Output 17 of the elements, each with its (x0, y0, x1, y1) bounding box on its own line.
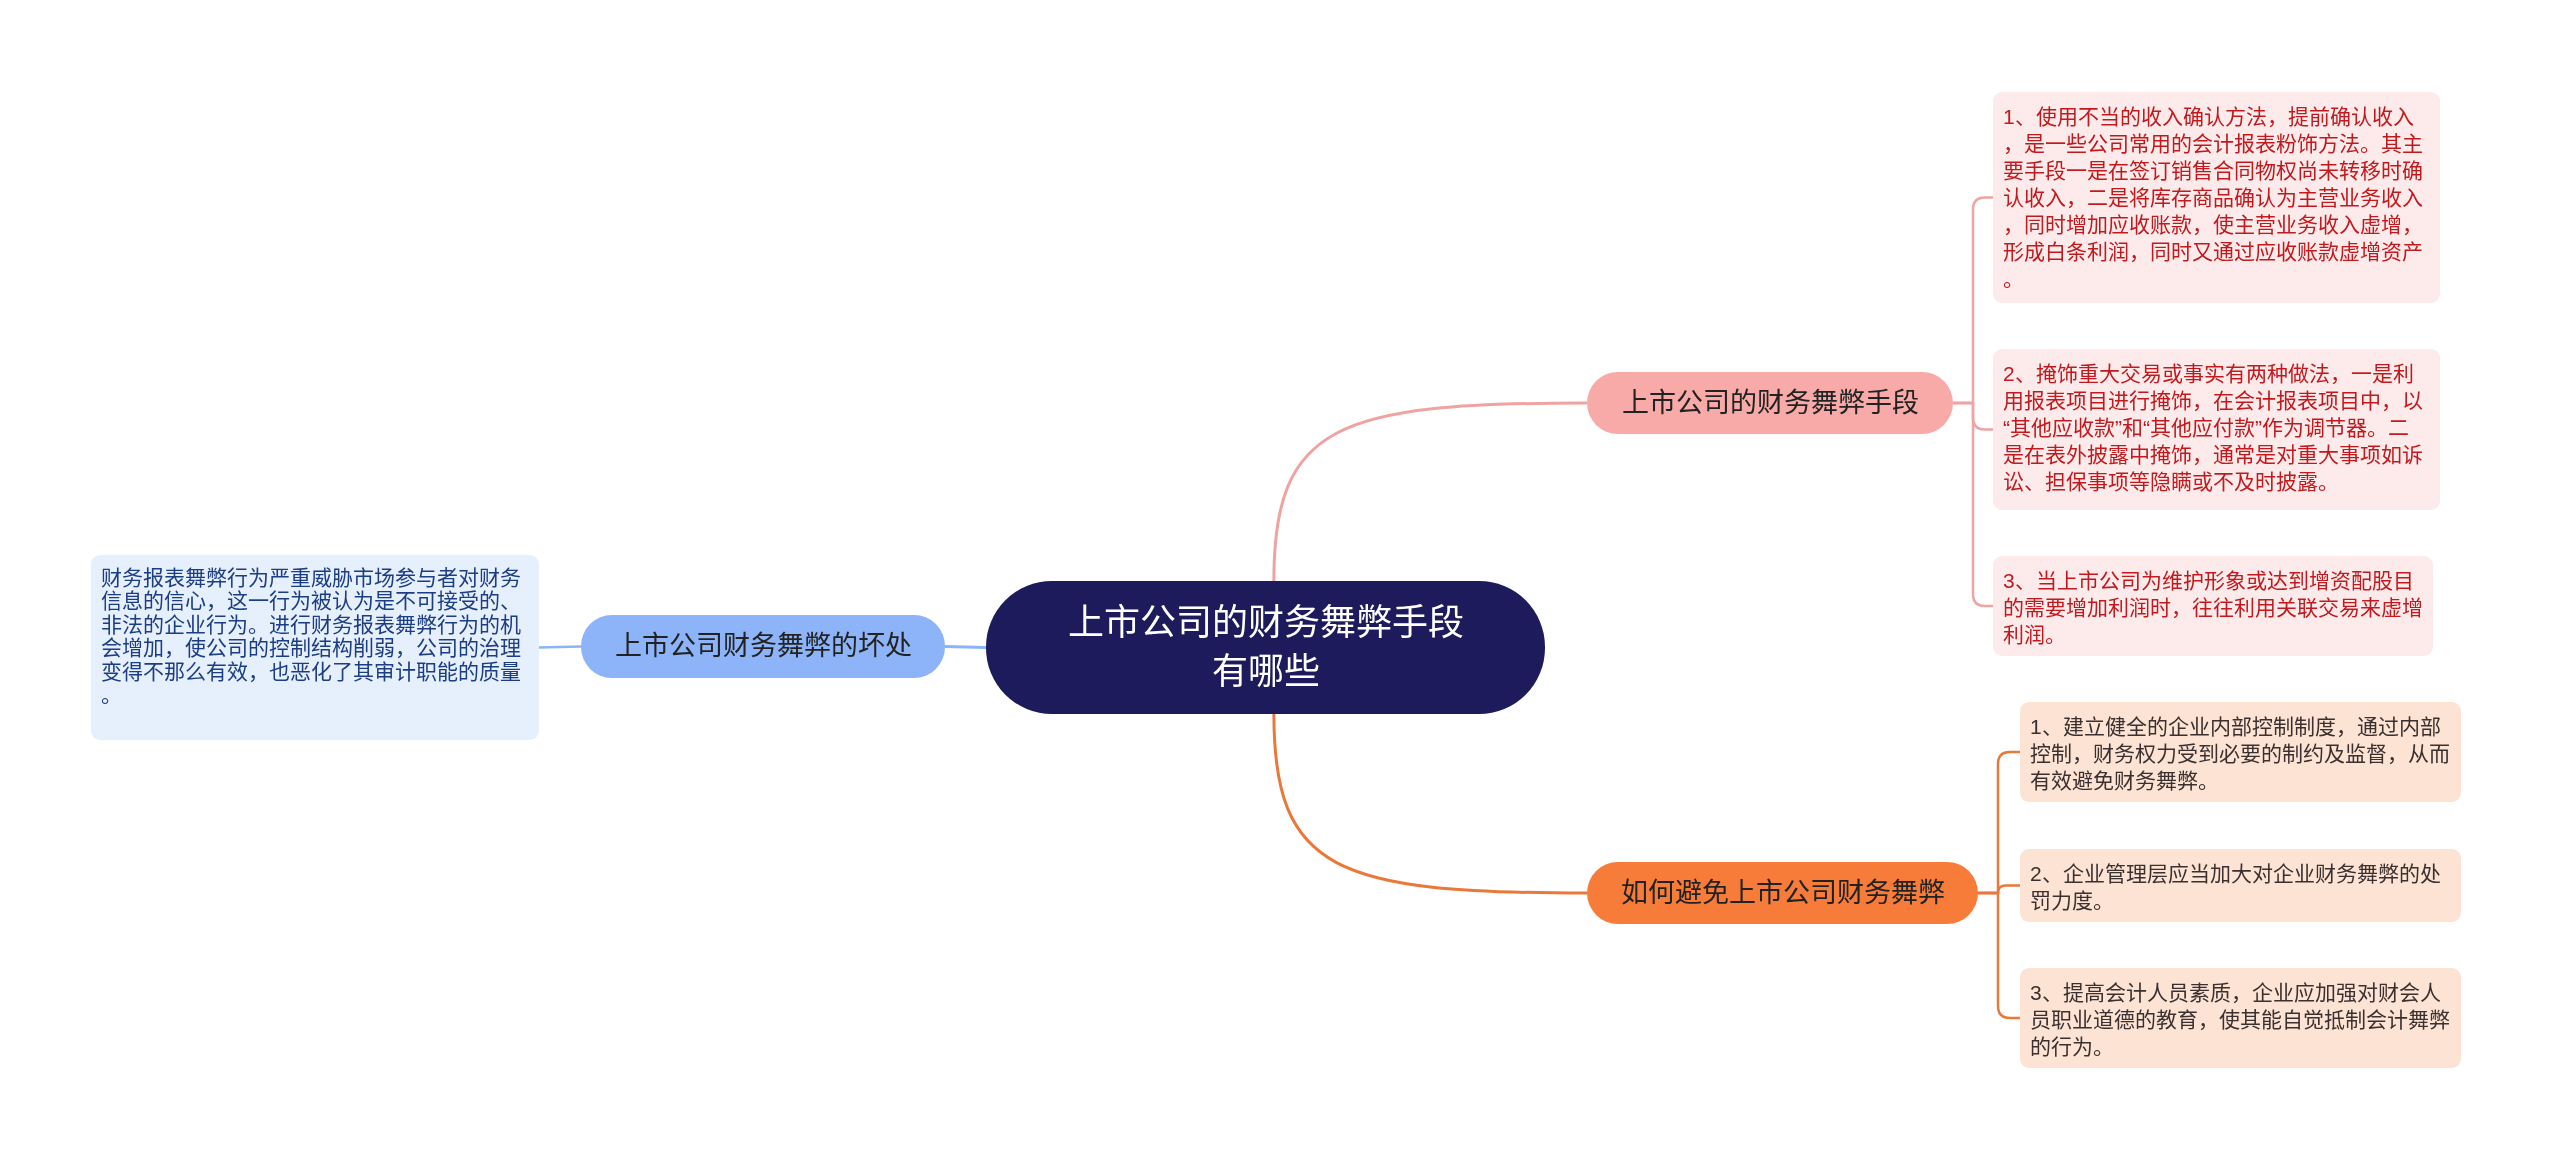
central-topic: 上市公司的财务舞弊手段有哪些 (986, 581, 1545, 714)
branch-topic: 上市公司的财务舞弊手段 (1587, 372, 1953, 434)
note-card: 3、提高会计人员素质，企业应加强对财会人员职业道德的教育，使其能自觉抵制会计舞弊的行为。 (2020, 968, 2461, 1068)
branch-topic: 如何避免上市公司财务舞弊 (1587, 862, 1978, 924)
connector-line (1272, 401, 1587, 582)
connector-line (1978, 891, 2020, 1020)
note-card: 1、使用不当的收入确认方法，提前确认收入，是一些公司常用的会计报表粉饰方法。其主要手段一是在签订销售合同物权尚未转移时确认收入，二是将库存商品确认为主营业务收入，同时增加应收账款，使主营业务收入虚增，形成白条利润，同时又通过应收账款虚增资产。 (1993, 92, 2440, 303)
note-card: 财务报表舞弊行为严重威胁市场参与者对财务信息的信心，这一行为被认为是不可接受的、非法的企业行为。进行财务报表舞弊行为的机会增加，使公司的控制结构削弱，公司的治理变得不那么有效，也恶化了其审计职能的质量。 (91, 555, 539, 740)
note-card: 1、建立健全的企业内部控制制度，通过内部控制，财务权力受到必要的制约及监督，从而有效避免财务舞弊。 (2020, 702, 2461, 802)
connector-line (1272, 713, 1587, 895)
connector-line (538, 645, 582, 649)
branch-topic: 上市公司财务舞弊的坏处 (581, 615, 945, 678)
note-card: 2、企业管理层应当加大对企业财务舞弊的处罚力度。 (2020, 849, 2461, 922)
connector-line (1953, 401, 1993, 608)
connector-line (944, 645, 987, 649)
note-card: 3、当上市公司为维护形象或达到增资配股目的需要增加利润时，往往利用关联交易来虚增利润。 (1993, 556, 2433, 656)
note-card: 2、掩饰重大交易或事实有两种做法，一是利用报表项目进行掩饰，在会计报表项目中，以“其他应收款”和“其他应付款”作为调节器。二是在表外披露中掩饰，通常是对重大事项如诉讼、担保事项等隐瞒或不及时披露。 (1993, 349, 2440, 510)
